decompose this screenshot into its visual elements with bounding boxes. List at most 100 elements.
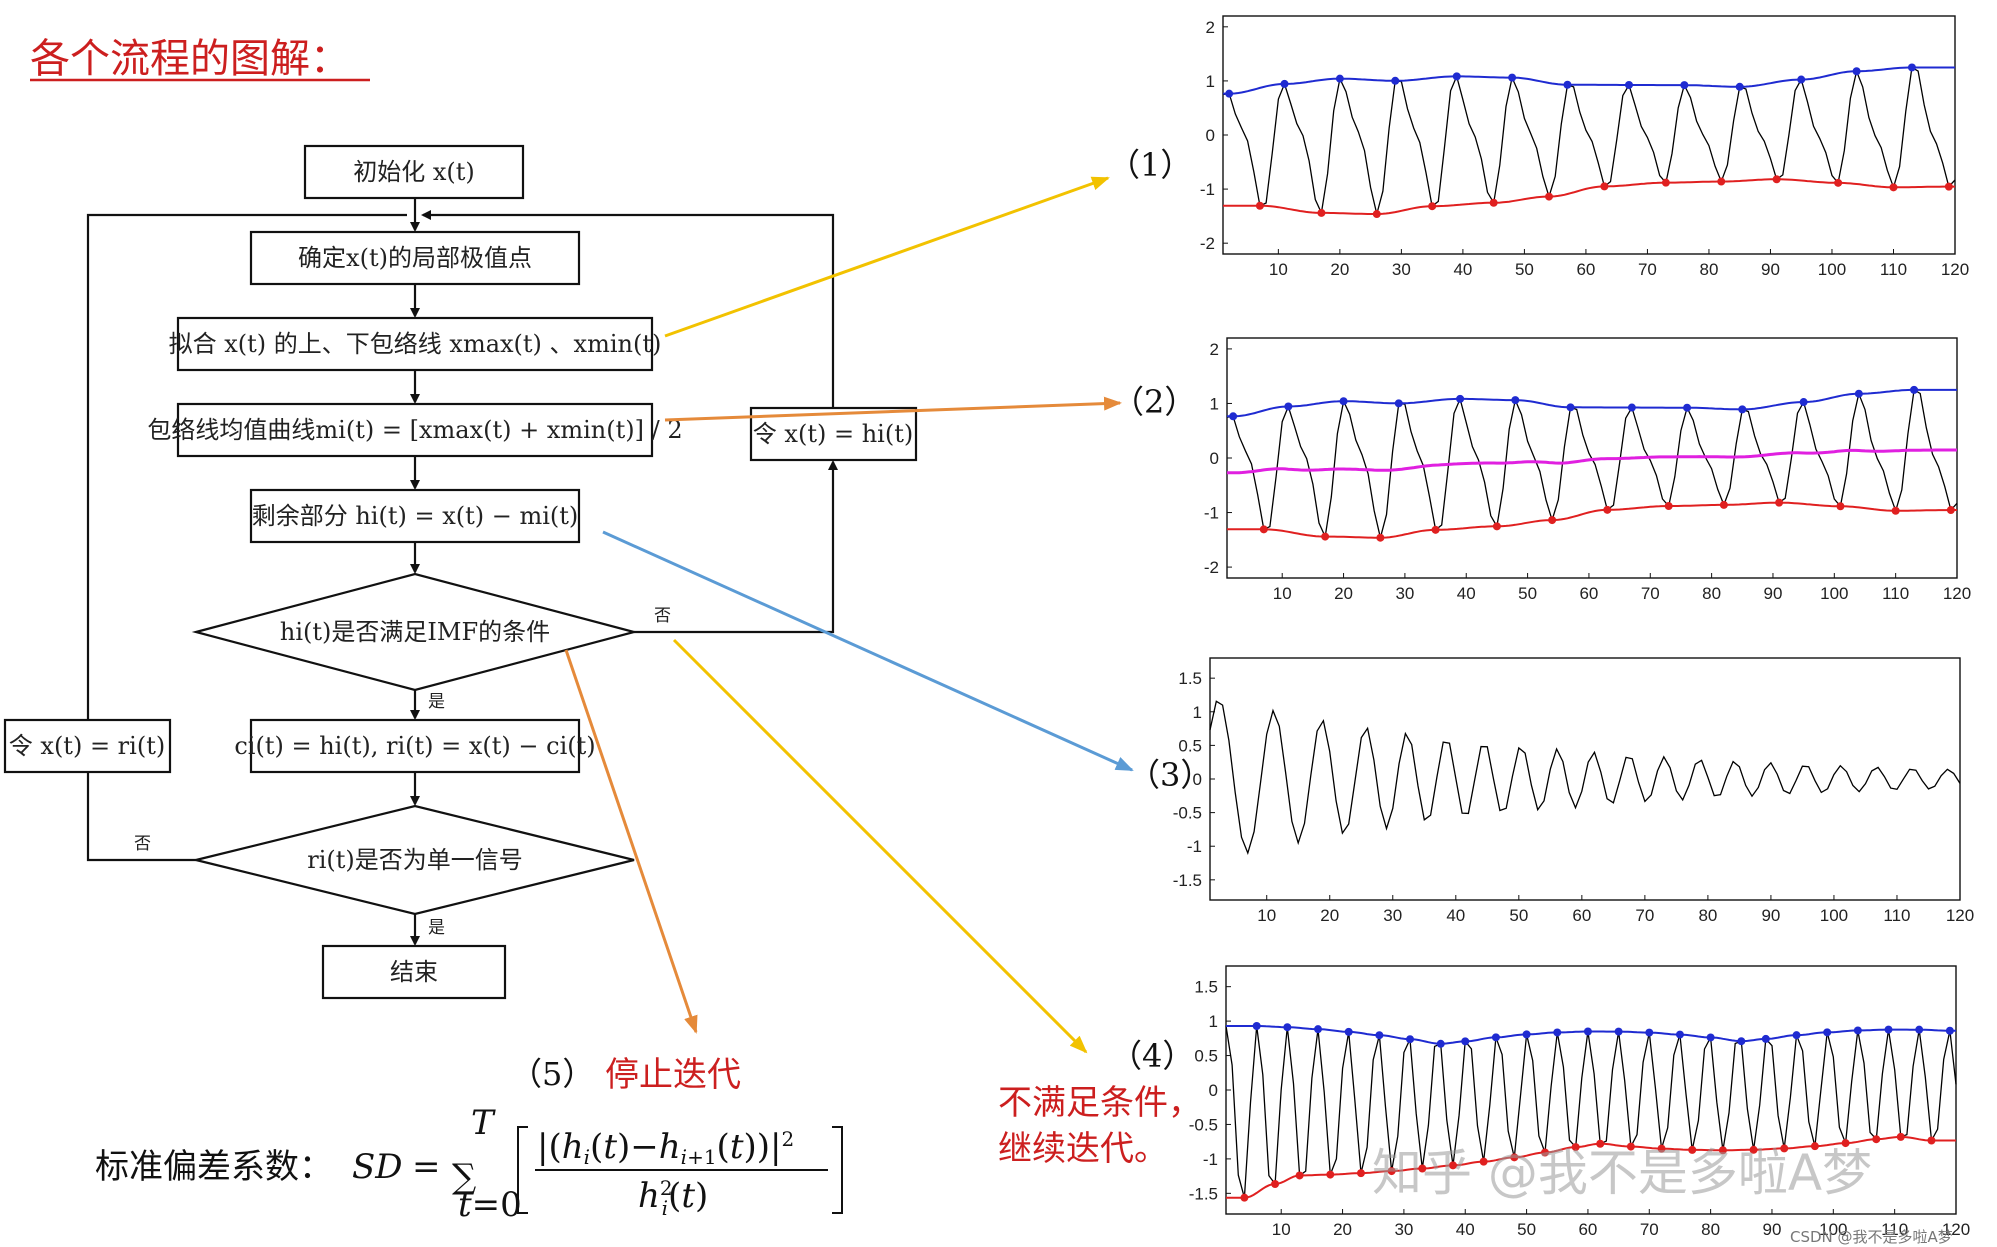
step-label-4: （4） <box>1110 1037 1194 1075</box>
diamond-single <box>195 804 635 916</box>
max-point <box>1683 403 1692 412</box>
box-end <box>321 944 507 1000</box>
min-point <box>1295 1171 1304 1180</box>
x-tick-label: 40 <box>1453 260 1472 279</box>
box-extrema-label: 确定x(t)的局部极值点 <box>298 244 532 272</box>
box-let-x-h-label: 令 x(t) = hi(t) <box>753 420 913 448</box>
x-tick-label: 20 <box>1333 1220 1352 1239</box>
signal-line <box>1222 66 1956 216</box>
box-assign-c-label: ci(t) = hi(t), ri(t) = x(t) − ci(t) <box>234 732 595 760</box>
min-point <box>1600 182 1609 191</box>
min-point <box>1321 532 1330 541</box>
min-point <box>1664 502 1673 511</box>
max-point <box>1284 402 1293 411</box>
step-label-1: （1） <box>1108 146 1192 184</box>
x-tick-label: 50 <box>1518 584 1537 603</box>
step-label-2: （2） <box>1112 383 1196 421</box>
max-point <box>1436 1039 1445 1048</box>
box-residual-label: 剩余部分 hi(t) = x(t) − mi(t) <box>252 502 579 530</box>
min-point <box>1596 1139 1605 1148</box>
arrow-to-step1 <box>664 176 1110 338</box>
x-tick-label: 120 <box>1943 584 1971 603</box>
max-point <box>1910 385 1919 394</box>
watermark-csdn: CSDN @我不是多啦A梦 <box>1790 1228 1953 1246</box>
min-point <box>1571 1143 1580 1152</box>
step-label-5: （5） <box>510 1055 594 1093</box>
min-point <box>1255 201 1264 210</box>
min-point <box>1719 500 1728 509</box>
sd-label: 标准偏差系数： <box>95 1147 333 1187</box>
max-point <box>1461 1037 1470 1046</box>
box-envelope-label: 拟合 x(t) 的上、下包络线 xmax(t) 、xmin(t) <box>169 330 662 358</box>
x-tick-label: 10 <box>1273 584 1292 603</box>
stop-iteration-text: 停止迭代 <box>605 1055 741 1095</box>
min-point <box>1387 1167 1396 1176</box>
min-point <box>1271 1179 1280 1188</box>
max-point <box>1456 394 1465 403</box>
x-tick-label: 110 <box>1880 260 1907 279</box>
y-tick-label: 0.5 <box>1178 736 1202 755</box>
min-point <box>1749 1145 1758 1154</box>
lower-envelope-line <box>1226 1135 1956 1199</box>
min-point <box>1240 1193 1249 1202</box>
y-tick-label: 0 <box>1210 449 1219 468</box>
max-point <box>1675 1030 1684 1039</box>
min-point <box>1661 178 1670 187</box>
y-tick-label: -1.5 <box>1173 871 1202 890</box>
min-point <box>1510 1153 1519 1162</box>
max-point <box>1737 1037 1746 1046</box>
max-point <box>1225 89 1234 98</box>
min-point <box>1780 1144 1789 1153</box>
min-point <box>1872 1135 1881 1144</box>
max-point <box>1907 63 1916 72</box>
max-point <box>1706 1033 1715 1042</box>
x-tick-label: 10 <box>1269 260 1288 279</box>
max-point <box>1823 1028 1832 1037</box>
min-point <box>1836 502 1845 511</box>
max-point <box>1511 396 1520 405</box>
max-point <box>1884 1025 1893 1034</box>
max-point <box>1792 1031 1801 1040</box>
x-tick-label: 120 <box>1941 260 1969 279</box>
x-tick-label: 70 <box>1638 260 1657 279</box>
diamond-imf-label: hi(t)是否满足IMF的条件 <box>280 618 550 646</box>
upper-envelope-line <box>1223 66 1955 95</box>
max-point <box>1406 1035 1415 1044</box>
x-tick-label: 20 <box>1330 260 1349 279</box>
max-point <box>1624 80 1633 89</box>
min-point <box>1891 506 1900 515</box>
min-point <box>1428 202 1437 211</box>
min-point <box>1718 1146 1727 1155</box>
min-point <box>1834 178 1843 187</box>
max-point <box>1797 75 1806 84</box>
min-point <box>1479 1157 1488 1166</box>
min-point <box>1927 1136 1936 1145</box>
min-point <box>1946 506 1955 515</box>
max-point <box>1761 1034 1770 1043</box>
y-tick-label: 0 <box>1193 770 1202 789</box>
max-point <box>1252 1022 1261 1031</box>
max-point <box>1645 1028 1654 1037</box>
arrow-to-step5 <box>564 649 698 1034</box>
min-point <box>1548 516 1557 525</box>
y-tick-label: 2 <box>1206 18 1215 37</box>
max-point <box>1522 1030 1531 1039</box>
x-tick-label: 20 <box>1320 906 1339 925</box>
x-tick-label: 70 <box>1641 584 1660 603</box>
yes-label-1: 是 <box>428 692 445 712</box>
min-point <box>1489 198 1498 207</box>
max-point <box>1563 80 1572 89</box>
min-point <box>1540 1148 1549 1157</box>
x-tick-label: 30 <box>1395 584 1414 603</box>
svg-text:h2i(t): h2i(t) <box>638 1176 708 1220</box>
y-tick-label: 2 <box>1210 340 1219 359</box>
x-tick-label: 90 <box>1761 260 1780 279</box>
x-tick-label: 60 <box>1579 584 1598 603</box>
max-point <box>1280 79 1289 88</box>
